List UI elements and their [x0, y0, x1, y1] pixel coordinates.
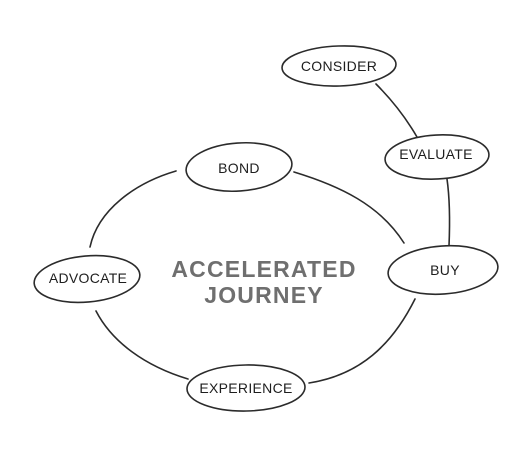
connector-consider-evaluate [375, 83, 418, 138]
node-bond-outline [185, 141, 293, 193]
node-consider-label: CONSIDER [301, 58, 377, 74]
node-bond-label: BOND [218, 160, 260, 176]
node-evaluate-label: EVALUATE [399, 146, 472, 162]
node-advocate-label: ADVOCATE [49, 270, 127, 286]
node-buy: BUY [387, 244, 499, 296]
connectors [89, 83, 451, 384]
node-buy-label: BUY [430, 262, 460, 278]
node-advocate: ADVOCATE [33, 254, 141, 304]
node-evaluate-outline [384, 134, 490, 180]
node-consider: CONSIDER [281, 45, 397, 87]
node-evaluate: EVALUATE [384, 134, 490, 180]
connector-experience-advocate [95, 310, 189, 380]
connector-bond-buy [293, 171, 405, 244]
node-buy-outline [387, 244, 499, 296]
center-title-line2: JOURNEY [204, 282, 324, 308]
node-consider-outline [281, 45, 397, 87]
connector-buy-experience [308, 298, 416, 384]
connector-evaluate-buy [446, 178, 451, 247]
connector-advocate-bond [89, 170, 177, 248]
node-experience: EXPERIENCE [186, 364, 306, 412]
node-experience-outline [186, 364, 306, 412]
node-advocate-outline [33, 254, 141, 304]
center-title-line1: ACCELERATED [171, 256, 356, 282]
node-bond: BOND [185, 141, 293, 193]
node-experience-label: EXPERIENCE [199, 380, 292, 396]
